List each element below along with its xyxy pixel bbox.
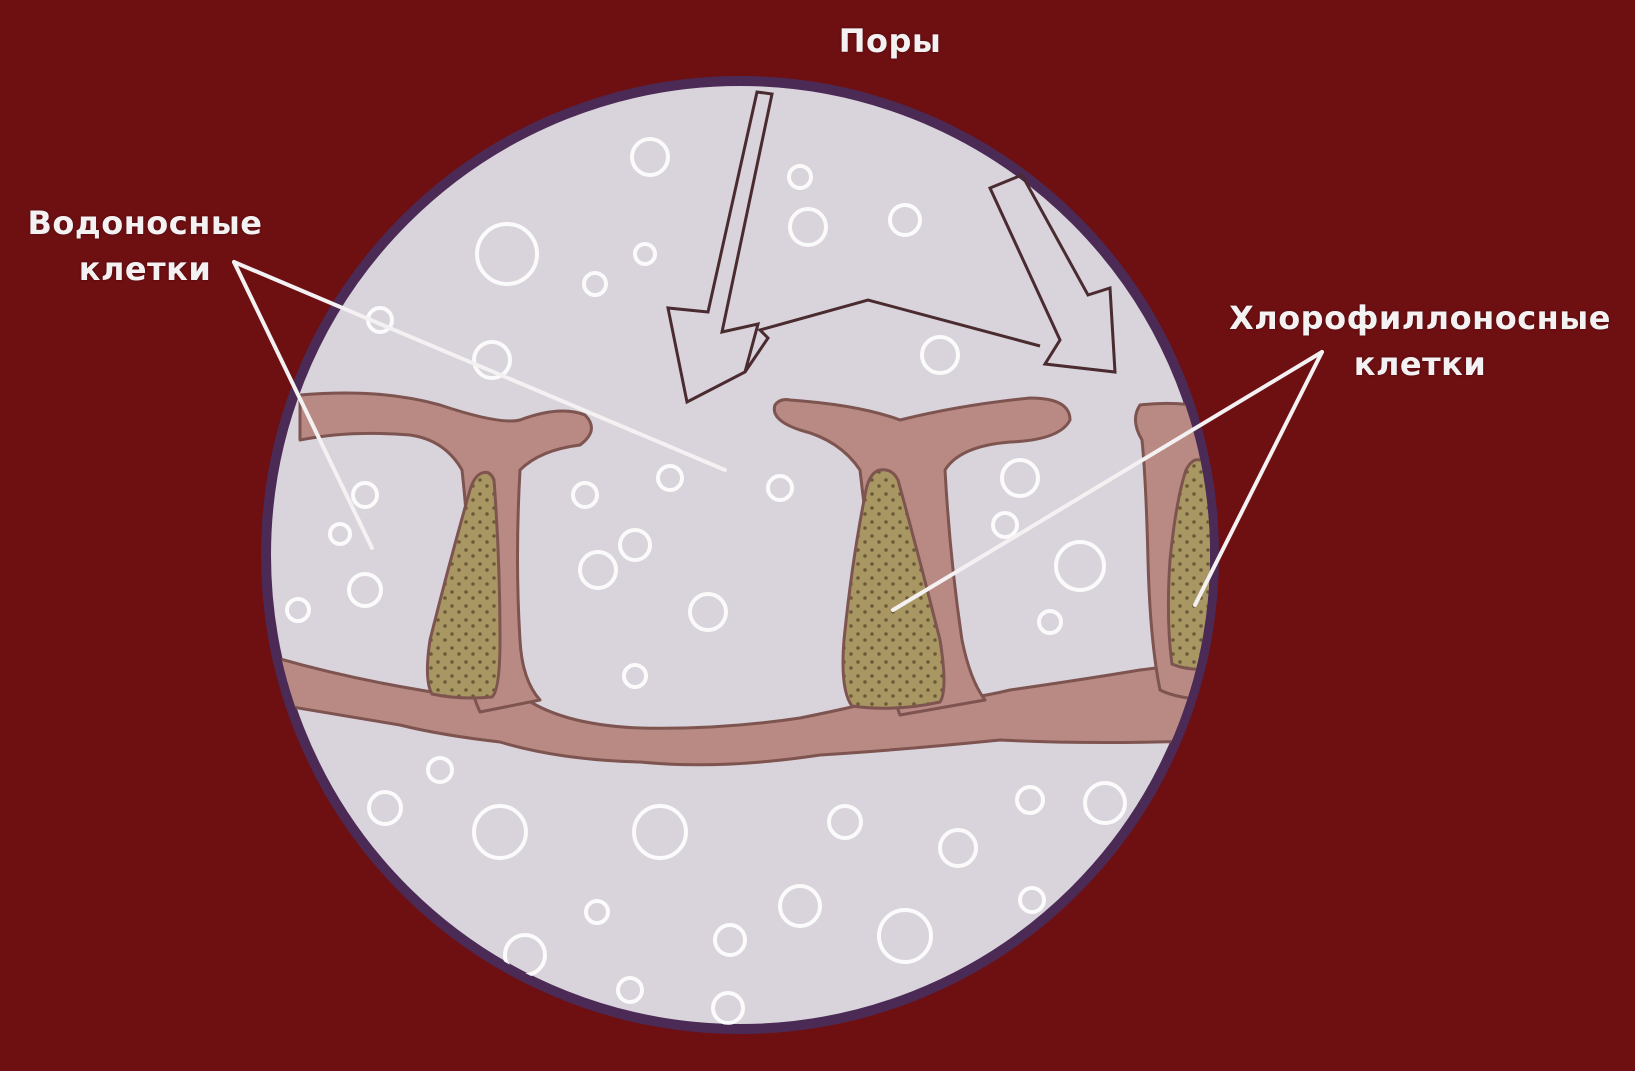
label-chlorophyll-cells-line2: клетки	[1215, 341, 1625, 387]
label-chlorophyll-cells: Хлорофиллоносные клетки	[1215, 295, 1625, 387]
label-water-cells: Водоносные клетки	[10, 200, 280, 292]
label-water-cells-line2: клетки	[10, 246, 280, 292]
label-pores-text: Поры	[820, 18, 960, 64]
microscope-field	[266, 81, 1214, 1029]
label-chlorophyll-cells-line1: Хлорофиллоносные	[1215, 295, 1625, 341]
label-water-cells-line1: Водоносные	[10, 200, 280, 246]
label-pores: Поры	[820, 18, 960, 64]
